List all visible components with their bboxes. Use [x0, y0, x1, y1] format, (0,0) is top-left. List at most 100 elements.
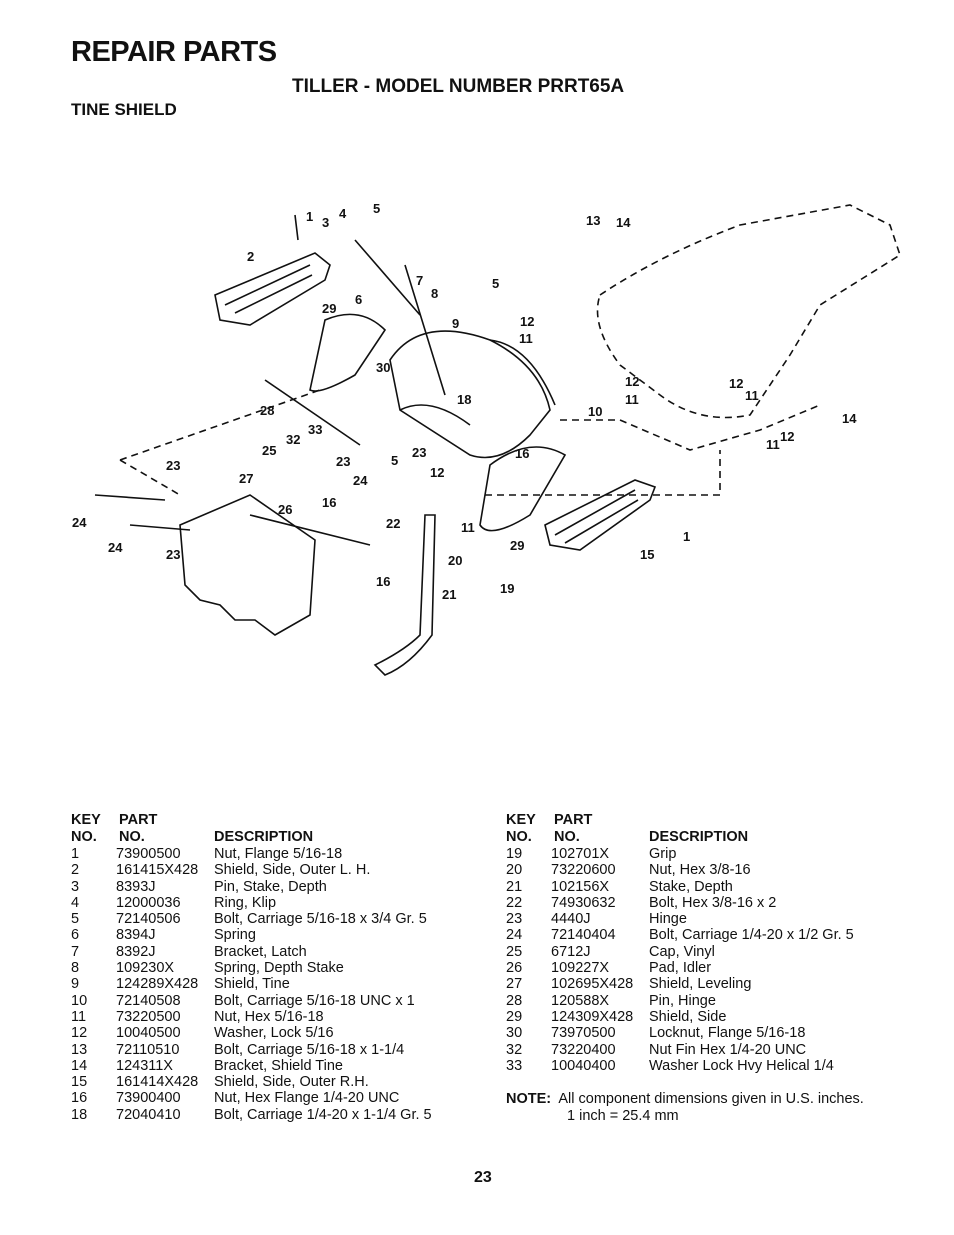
- part-description: Nut, Hex 3/8-16: [649, 862, 751, 879]
- key-no: 6: [71, 927, 80, 944]
- side-shield-right: [479, 446, 567, 532]
- part-description: Bolt, Carriage 1/4-20 x 1-1/4 Gr. 5: [214, 1106, 432, 1123]
- header-no: NO.: [71, 829, 97, 845]
- leveling-shield: [179, 494, 316, 636]
- callout-label: 23: [166, 547, 180, 562]
- callout-label: 5: [373, 201, 380, 216]
- callout-label: 11: [745, 388, 759, 403]
- part-description: Hinge: [649, 911, 687, 928]
- key-no: 15: [71, 1074, 88, 1091]
- part-description: Pin, Stake, Depth: [214, 878, 327, 895]
- callout-label: 1: [683, 529, 690, 544]
- key-no: 18: [71, 1106, 88, 1123]
- key-no: 4: [71, 894, 80, 911]
- dimension-note: NOTE: All component dimensions given in …: [506, 1091, 864, 1124]
- side-shield-left: [309, 313, 387, 392]
- key-no: 11: [71, 1008, 87, 1025]
- part-description: Stake, Depth: [649, 878, 733, 895]
- key-no: 19: [506, 846, 523, 862]
- part-no: 73970500: [551, 1025, 616, 1042]
- callout-label: 25: [262, 443, 276, 458]
- section-heading: TINE SHIELD: [71, 100, 177, 119]
- part-description: Pin, Hinge: [649, 992, 716, 1009]
- part-description: Shield, Leveling: [649, 976, 752, 993]
- table-row: 20 73220600 Nut, Hex 3/8-16: [506, 862, 906, 878]
- callout-label: 16: [376, 574, 390, 589]
- key-no: 23: [506, 911, 523, 928]
- part-no: 124309X428: [551, 1008, 634, 1025]
- callout-label: 7: [416, 273, 423, 288]
- header-key: KEY: [506, 812, 536, 828]
- part-no: 6712J: [551, 943, 591, 960]
- header-description: DESCRIPTION: [214, 829, 314, 845]
- key-no: 20: [506, 862, 523, 879]
- key-no: 26: [506, 960, 523, 977]
- callout-label: 24: [108, 540, 123, 555]
- part-description: Ring, Klip: [214, 894, 277, 911]
- part-description: Bolt, Carriage 5/16-18 x 3/4 Gr. 5: [214, 911, 427, 928]
- part-description: Bolt, Carriage 5/16-18 x 1-1/4: [214, 1041, 405, 1058]
- key-no: 30: [506, 1025, 523, 1042]
- callout-label: 30: [376, 360, 390, 375]
- model-subtitle: TILLER - MODEL NUMBER PRRT65A: [292, 76, 625, 97]
- part-no: 8393J: [116, 878, 156, 895]
- callout-label: 16: [322, 495, 336, 510]
- callout-label: 14: [616, 215, 631, 230]
- header-key: KEY: [71, 812, 101, 828]
- key-no: 3: [71, 878, 80, 895]
- part-description: Shield, Side, Outer L. H.: [214, 862, 371, 879]
- callout-label: 9: [452, 316, 459, 331]
- part-no: 72140508: [116, 992, 181, 1009]
- part-no: 124289X428: [116, 976, 199, 993]
- side-shield-right-outer: [544, 479, 657, 551]
- part-no: 73220600: [551, 862, 616, 879]
- hinge-pin: [264, 379, 361, 446]
- callout-labels: 1 3 4 5 2 13 14 7 8 5 6 29 9 12 11 30 18…: [72, 201, 857, 602]
- callout-label: 20: [448, 553, 462, 568]
- key-no: 12: [71, 1025, 88, 1042]
- part-no: 72040410: [116, 1106, 181, 1123]
- callout-label: 2: [247, 249, 254, 264]
- callout-label: 33: [308, 422, 322, 437]
- part-description: Nut, Flange 5/16-18: [214, 846, 343, 862]
- key-no: 25: [506, 943, 523, 960]
- part-no: 102156X: [551, 878, 610, 895]
- part-no: 74930632: [551, 894, 616, 911]
- callout-label: 12: [520, 314, 534, 329]
- note-label: NOTE:: [506, 1091, 552, 1107]
- part-no: 10040500: [116, 1025, 181, 1042]
- note-line-1: All component dimensions given in U.S. i…: [558, 1091, 864, 1107]
- part-description: Pad, Idler: [649, 960, 712, 977]
- callout-label: 24: [353, 473, 368, 488]
- part-description: Washer Lock Hvy Helical 1/4: [649, 1057, 834, 1074]
- callout-label: 12: [625, 374, 639, 389]
- callout-label: 12: [729, 376, 743, 391]
- callout-label: 13: [586, 213, 600, 228]
- callout-label: 14: [842, 411, 857, 426]
- table-header: KEY PART NO. NO. DESCRIPTION: [506, 812, 906, 846]
- part-no: 8392J: [116, 943, 156, 960]
- callout-label: 27: [239, 471, 253, 486]
- part-no: 124311X: [116, 1057, 173, 1074]
- callout-label: 3: [322, 215, 329, 230]
- part-no: 72140506: [116, 911, 181, 928]
- callout-label: 29: [510, 538, 524, 553]
- callout-label: 5: [492, 276, 499, 291]
- exploded-parts-diagram: 1 3 4 5 2 13 14 7 8 5 6 29 9 12 11 30 18…: [72, 201, 901, 676]
- table-header: KEY PART NO. NO. DESCRIPTION: [71, 812, 471, 846]
